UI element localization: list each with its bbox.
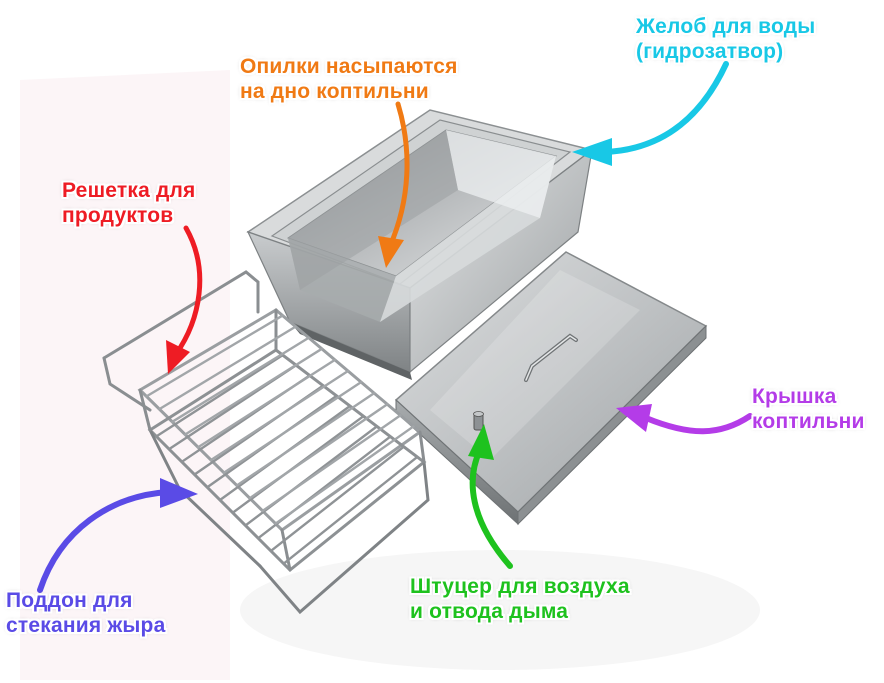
label-sawdust-line1: Опилки насыпаются [240,55,458,78]
grill-bar [158,325,297,411]
label-grill-line2: продуктов [62,204,174,227]
callout-arrows [37,61,753,593]
label-lid-line2: коптильни [752,410,865,433]
tray-bar [282,455,419,565]
grill-bar [183,347,324,436]
label-water-trough-line1: Желоб для воды [636,15,816,38]
label-grill: Решетка для продуктов [62,178,196,228]
label-drip-tray-line2: стекания жыра [6,614,166,637]
tray-bar [155,353,284,438]
label-water-trough: Желоб для воды (гидрозатвор) [636,14,815,64]
label-lid-line1: Крышка [752,385,837,408]
grill-bar [274,425,415,525]
grill-bar [145,314,284,398]
label-fitting-line1: Штуцер для воздуха [410,575,630,598]
grill-bars [145,314,419,565]
label-sawdust: Опилки насыпаются на дно коптильни [240,54,458,104]
grill-bar [171,336,310,424]
grill-bar [235,391,376,487]
tray-bar [269,445,406,553]
label-water-trough-line2: (гидрозатвор) [636,40,784,63]
grill-bar [261,414,402,513]
grill-bar [196,358,337,449]
label-sawdust-line2: на дно коптильни [240,80,429,103]
label-drip-tray: Поддон для стекания жыра [6,588,165,638]
grill-bar [248,403,389,500]
label-lid: Крышка коптильни [752,384,865,434]
label-grill-line1: Решетка для [62,179,196,202]
label-drip-tray-line1: Поддон для [6,589,133,612]
smoker-box [246,109,594,380]
grill-bar [209,369,350,462]
label-fitting: Штуцер для воздуха и отвода дыма [410,574,630,624]
label-fitting-line2: и отвода дыма [410,600,569,623]
grill-bar [222,380,363,474]
